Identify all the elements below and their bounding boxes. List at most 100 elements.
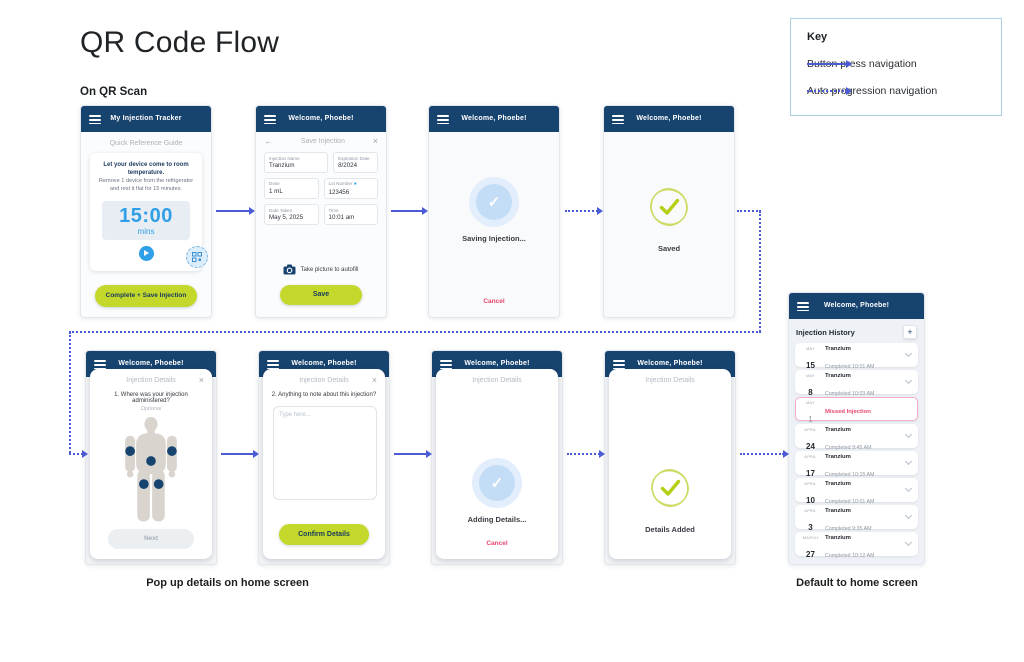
caption-popup-details: Pop up details on home screen bbox=[146, 577, 309, 589]
site-dot-right-arm[interactable] bbox=[167, 446, 177, 456]
legend-item-button-press: Button press navigation bbox=[807, 58, 917, 70]
site-dot-left-arm[interactable] bbox=[125, 446, 135, 456]
lot-number-field[interactable]: Lot Number ● 123456 bbox=[323, 177, 378, 199]
optional-label: Optional bbox=[140, 406, 162, 412]
injection-details-modal: Injection Details Details Added bbox=[609, 369, 731, 559]
legend-item-auto-progress: Auto progression navigation bbox=[807, 85, 938, 97]
add-injection-button[interactable]: + bbox=[903, 325, 917, 339]
success-badge-icon bbox=[646, 184, 692, 230]
saved-status: Saved bbox=[604, 184, 734, 253]
menu-icon[interactable] bbox=[267, 360, 279, 370]
auto-path-segment bbox=[69, 331, 761, 333]
body-map[interactable] bbox=[118, 416, 184, 533]
injection-details-modal: Injection Details × 1. Where was your in… bbox=[90, 369, 212, 559]
injection-name-field[interactable]: Injection Name Tranzium bbox=[264, 152, 329, 173]
page-title: QR Code Flow bbox=[80, 26, 280, 59]
details-added-status: Details Added bbox=[609, 465, 731, 534]
app-header-title: Welcome, Phoebe! bbox=[823, 302, 890, 309]
progress-check-icon: ✓ bbox=[479, 465, 515, 501]
chevron-down-icon[interactable] bbox=[904, 511, 913, 520]
site-dot-left-thigh[interactable] bbox=[139, 479, 149, 489]
close-icon[interactable]: × bbox=[371, 375, 377, 385]
injection-details-modal: Injection Details ✓ Adding Details... Ca… bbox=[436, 369, 558, 559]
menu-icon[interactable] bbox=[613, 360, 625, 370]
scan-qr-fab[interactable] bbox=[186, 246, 208, 268]
app-header: My Injection Tracker bbox=[81, 106, 211, 132]
play-button[interactable] bbox=[138, 246, 154, 262]
app-header-title: Welcome, Phoebe! bbox=[461, 115, 527, 122]
close-icon[interactable]: × bbox=[372, 136, 378, 146]
modal-nav: ← Save Injection × bbox=[256, 132, 386, 150]
screen-home-history: Welcome, Phoebe! Injection History + MAY… bbox=[788, 292, 925, 565]
app-header: Welcome, Phoebe! bbox=[256, 106, 386, 132]
menu-icon[interactable] bbox=[264, 115, 276, 125]
cancel-link[interactable]: Cancel bbox=[483, 298, 505, 305]
solid-arrow-icon bbox=[807, 60, 852, 68]
arrow-s3-s4-auto bbox=[565, 207, 603, 215]
legend-box: Key Button press navigation Auto progres… bbox=[790, 18, 1002, 116]
chevron-down-icon[interactable] bbox=[904, 484, 913, 493]
menu-icon[interactable] bbox=[797, 302, 809, 312]
screen-detail-note: Welcome, Phoebe! Injection Details × 2. … bbox=[258, 350, 390, 565]
site-dot-right-thigh[interactable] bbox=[153, 479, 164, 489]
arrow-d2-d3 bbox=[394, 450, 432, 458]
menu-icon[interactable] bbox=[437, 115, 449, 125]
chevron-down-icon[interactable] bbox=[904, 349, 913, 358]
timer-value: 15:00 bbox=[119, 205, 173, 228]
app-header: Welcome, Phoebe! bbox=[604, 106, 734, 132]
menu-icon[interactable] bbox=[94, 360, 106, 370]
take-picture-autofill[interactable]: Take picture to autofill bbox=[256, 264, 386, 275]
app-header: Welcome, Phoebe! bbox=[789, 293, 924, 319]
screen-quick-reference: My Injection Tracker Quick Reference Gui… bbox=[80, 105, 212, 318]
next-button[interactable]: Next bbox=[108, 529, 194, 549]
arrow-s1-s2 bbox=[216, 207, 255, 215]
time-field[interactable]: Time 10:01 am bbox=[323, 204, 378, 225]
screen-details-added: Welcome, Phoebe! Injection Details Detai… bbox=[604, 350, 736, 565]
close-icon[interactable]: × bbox=[198, 375, 204, 385]
chevron-down-icon[interactable] bbox=[904, 376, 913, 385]
guide-card: Let your device come to room temperature… bbox=[90, 153, 202, 272]
app-header-title: Welcome, Phoebe! bbox=[636, 115, 702, 122]
progress-check-icon: ✓ bbox=[476, 184, 512, 220]
chevron-down-icon[interactable] bbox=[904, 538, 913, 547]
back-icon[interactable]: ← bbox=[264, 136, 273, 146]
qr-code-icon bbox=[192, 252, 202, 262]
chevron-down-icon[interactable] bbox=[904, 430, 913, 439]
save-button[interactable]: Save bbox=[280, 285, 362, 305]
legend-title: Key bbox=[807, 31, 828, 43]
arrow-d4-home-auto bbox=[740, 450, 789, 458]
camera-icon bbox=[283, 264, 296, 275]
modal-title: Save Injection bbox=[300, 137, 345, 145]
question-text: 1. Where was your injection administered… bbox=[114, 392, 188, 404]
auto-path-segment bbox=[737, 210, 761, 212]
menu-icon[interactable] bbox=[440, 360, 452, 370]
dose-field[interactable]: Dose 1 mL bbox=[264, 177, 319, 199]
app-header-title: Welcome, Phoebe! bbox=[464, 360, 530, 367]
menu-icon[interactable] bbox=[612, 115, 624, 125]
screen-detail-location: Welcome, Phoebe! Injection Details × 1. … bbox=[85, 350, 217, 565]
screen-saving-injection: Welcome, Phoebe! ✓ Saving Injection... C… bbox=[428, 105, 560, 318]
menu-icon[interactable] bbox=[89, 115, 101, 125]
instruction-text: Remove 1 device from the refrigerator an… bbox=[98, 178, 194, 192]
expiration-date-field[interactable]: Expiration Date 8/2024 bbox=[333, 152, 378, 173]
site-dot-abdomen[interactable] bbox=[146, 456, 156, 466]
confirm-details-button[interactable]: Confirm Details bbox=[279, 524, 369, 545]
note-input[interactable] bbox=[273, 406, 377, 500]
screen-saved: Welcome, Phoebe! Saved bbox=[603, 105, 735, 318]
date-taken-field[interactable]: Date Taken May 5, 2025 bbox=[264, 204, 319, 225]
guide-title: Quick Reference Guide bbox=[109, 140, 183, 147]
chevron-down-icon[interactable] bbox=[904, 457, 913, 466]
app-header-title: Welcome, Phoebe! bbox=[118, 360, 184, 367]
complete-save-injection-button[interactable]: Complete + Save Injection bbox=[95, 285, 197, 307]
screen-adding-details: Welcome, Phoebe! Injection Details ✓ Add… bbox=[431, 350, 563, 565]
injection-form: Injection Name Tranzium Expiration Date … bbox=[256, 150, 386, 225]
cancel-link[interactable]: Cancel bbox=[486, 540, 508, 547]
